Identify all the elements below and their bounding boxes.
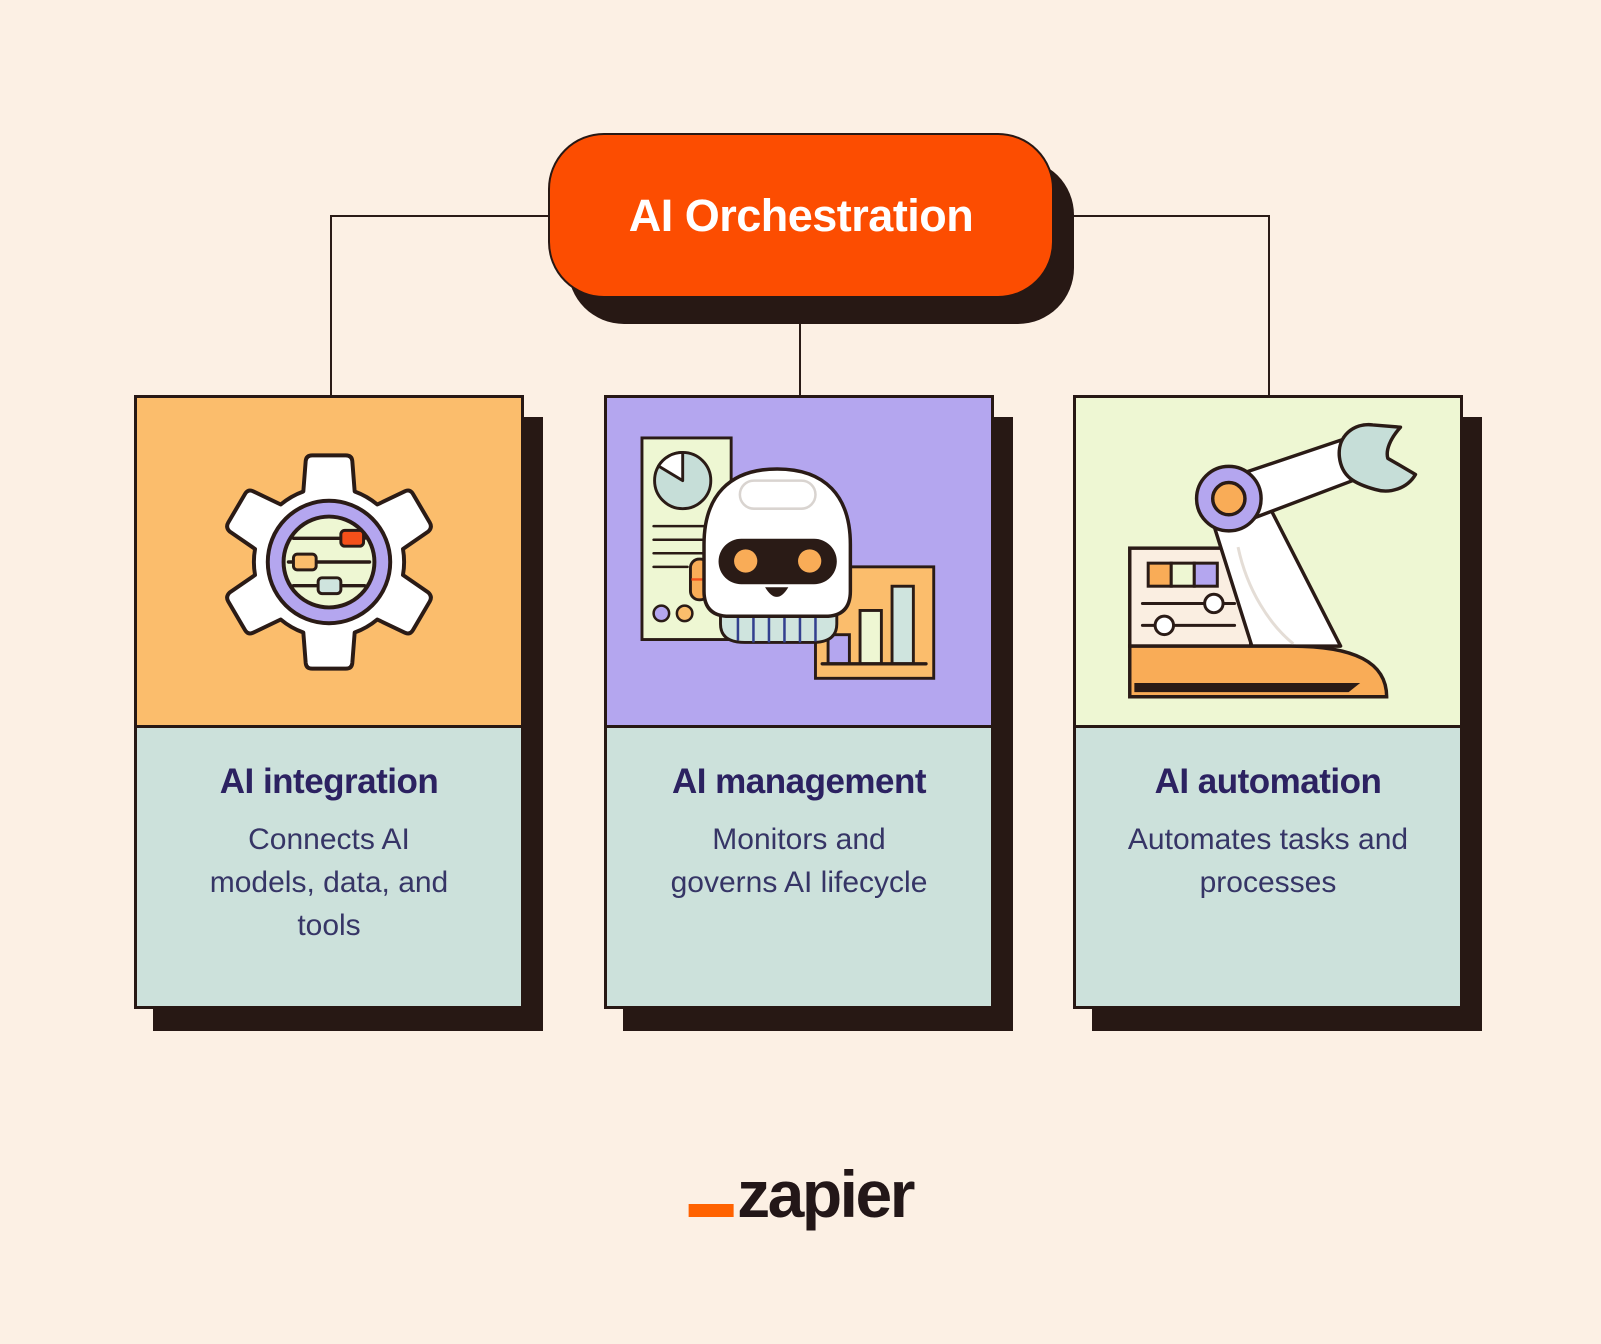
card-title: AI management xyxy=(671,762,927,801)
connector-line-right-horizontal xyxy=(1052,215,1270,217)
connector-line-left-horizontal xyxy=(330,215,550,217)
connector-line-left-vertical xyxy=(330,215,332,396)
card-ai-integration-text-area: AI integration Connects AI models, data,… xyxy=(137,728,521,1006)
logo-underscore-mark xyxy=(688,1204,734,1217)
robotic-arm-icon xyxy=(1128,422,1418,699)
card-ai-management-icon-area xyxy=(607,398,991,728)
root-node-ai-orchestration: AI Orchestration xyxy=(548,133,1054,298)
connector-line-right-vertical xyxy=(1268,215,1270,396)
card-ai-integration-icon-area xyxy=(137,398,521,728)
card-ai-management: AI management Monitors and governs AI li… xyxy=(604,395,994,1009)
card-ai-management-text-area: AI management Monitors and governs AI li… xyxy=(607,728,991,1006)
logo-wordmark: zapier xyxy=(737,1157,915,1231)
robot-analytics-icon xyxy=(640,435,936,680)
zapier-logo: zapier xyxy=(688,1156,915,1232)
gear-sliders-icon xyxy=(225,452,433,671)
card-ai-automation-icon-area xyxy=(1076,398,1460,728)
card-description: Connects AI models, data, and tools xyxy=(209,823,449,942)
wrench-glyph xyxy=(1337,422,1418,493)
card-description: Monitors and governs AI lifecycle xyxy=(670,823,928,899)
card-ai-integration: AI integration Connects AI models, data,… xyxy=(134,395,524,1009)
card-description: Automates tasks and processes xyxy=(1127,823,1409,899)
robot-head-glyph xyxy=(688,466,853,644)
card-title: AI automation xyxy=(1154,762,1382,801)
card-title: AI integration xyxy=(219,762,439,801)
connector-line-middle-vertical xyxy=(799,250,801,396)
card-ai-automation-text-area: AI automation Automates tasks and proces… xyxy=(1076,728,1460,1006)
root-node-label: AI Orchestration xyxy=(628,189,974,241)
card-ai-automation: AI automation Automates tasks and proces… xyxy=(1073,395,1463,1009)
